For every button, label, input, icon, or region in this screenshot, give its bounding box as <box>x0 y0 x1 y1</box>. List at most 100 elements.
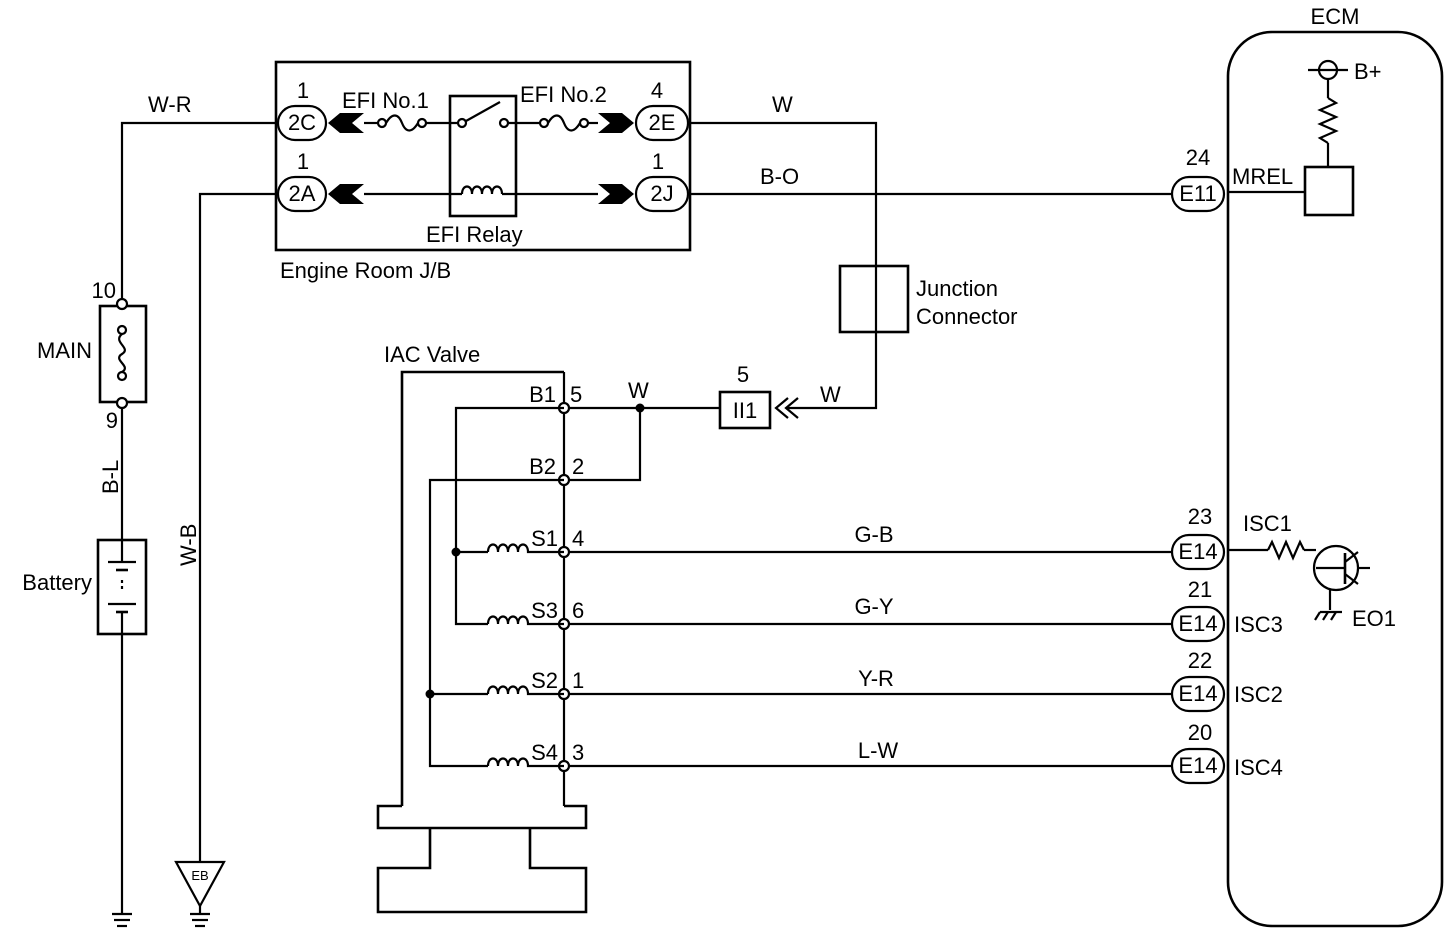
connector-e11-label: E11 <box>1179 181 1217 206</box>
wire-bl-label: B-L <box>98 460 123 494</box>
isc-signal-wires: G-B G-Y Y-R L-W E14 23 E14 21 E14 22 E14… <box>569 504 1226 785</box>
efi-relay-box <box>448 94 518 218</box>
connector-2a-arrow <box>328 184 364 204</box>
pin-22: 22 <box>1188 648 1212 673</box>
pin-2j: 1 <box>652 149 664 174</box>
iac-s2-pin-num: 1 <box>572 668 584 693</box>
connector-2a-label: 2A <box>289 181 316 206</box>
connector-2e-arrow <box>598 113 634 133</box>
iac-s4-label: S4 <box>531 740 558 765</box>
wire-wr-label: W-R <box>148 92 192 117</box>
wire-w-ii1-label: W <box>820 382 841 407</box>
pin-23: 23 <box>1188 504 1212 529</box>
relay-switch <box>465 101 501 122</box>
ecm-unit: ECM B+ MREL ISC1 EO1 ISC3 ISC2 ISC4 <box>1226 4 1444 928</box>
iac-s4-pin-num: 3 <box>572 740 584 765</box>
connector-e14-isc3 <box>1170 605 1226 643</box>
battery-label: Battery <box>22 570 92 595</box>
bplus-label: B+ <box>1354 59 1382 84</box>
isc1-resistor <box>1267 539 1305 561</box>
iac-b2-pin-num: 2 <box>572 454 584 479</box>
connector-2c-label: 2C <box>288 110 316 135</box>
iac-s1-label: S1 <box>531 526 558 551</box>
coil-s2 <box>486 685 564 696</box>
wire-yr-label: Y-R <box>858 666 894 691</box>
connector-ii1 <box>718 390 772 430</box>
connector-e14-isc1-label: E14 <box>1178 539 1217 564</box>
wire-gb-label: G-B <box>854 522 893 547</box>
pin-2e: 4 <box>651 78 663 103</box>
main-fuse <box>118 333 126 373</box>
connector-e14-isc3-label: E14 <box>1178 611 1217 636</box>
power-supply-section: W-R 10 9 MAIN B-L Battery W-B EB <box>22 92 276 928</box>
iac-s3-pin-num: 6 <box>572 598 584 623</box>
junction-connector-box <box>838 264 910 334</box>
iac-valve-body <box>376 828 588 914</box>
jb-title: Engine Room J/B <box>280 258 451 283</box>
fuse-efi-no2 <box>547 114 581 132</box>
connector-e11 <box>1170 175 1226 213</box>
iac-valve: IAC Valve B1 5 B2 2 S1 4 S3 6 S2 1 S4 3 <box>376 342 588 914</box>
connector-2c <box>276 104 328 142</box>
pin-20: 20 <box>1188 720 1212 745</box>
iac-b1-pin-num: 5 <box>570 382 582 407</box>
ii1-arrow <box>784 397 799 419</box>
relay-contact <box>456 117 468 129</box>
jb-box <box>274 60 692 252</box>
main-fuse-pin-bottom: 9 <box>106 408 118 433</box>
coil-s4 <box>486 757 564 768</box>
isc3-label: ISC3 <box>1234 612 1283 637</box>
iac-s2-label: S2 <box>531 668 558 693</box>
connector-e14-isc2 <box>1170 675 1226 713</box>
connector-2a <box>276 175 328 213</box>
isc4-label: ISC4 <box>1234 755 1283 780</box>
connector-e14-isc4-label: E14 <box>1178 753 1217 778</box>
relay-coil <box>460 185 504 195</box>
engine-room-jb: Engine Room J/B 2C 1 2A 1 2E 4 2J 1 EFI … <box>274 60 692 283</box>
wire-gy-label: G-Y <box>854 594 893 619</box>
isc2-label: ISC2 <box>1234 682 1283 707</box>
junction-label-1: Junction <box>916 276 998 301</box>
connector-ii1-pin: 5 <box>737 362 749 387</box>
iac-s3-label: S3 <box>531 598 558 623</box>
iac-b1-label: B1 <box>529 382 556 407</box>
coil-s3 <box>486 615 564 626</box>
pin-2c: 1 <box>297 78 309 103</box>
iac-valve-title: IAC Valve <box>384 342 480 367</box>
connector-2j-arrow <box>598 184 634 204</box>
pin-21: 21 <box>1188 577 1212 602</box>
connector-2c-arrow <box>328 113 364 133</box>
fuse-efi-no1 <box>385 114 419 132</box>
iac-s1-pin-num: 4 <box>572 526 584 551</box>
isc1-label: ISC1 <box>1243 511 1292 536</box>
mrel-label: MREL <box>1232 164 1293 189</box>
wire-w-top-label: W <box>772 92 793 117</box>
eo1-label: EO1 <box>1352 606 1396 631</box>
fuse-efi-no2-label: EFI No.2 <box>520 82 607 107</box>
supply-wiring: W B-O E11 24 Junction Connector W II1 5 … <box>564 92 1226 482</box>
pin-2a: 1 <box>297 149 309 174</box>
wire-wb-label: W-B <box>176 524 201 566</box>
iac-b2-label: B2 <box>529 454 556 479</box>
main-fuse-pin-top: 10 <box>92 278 116 303</box>
fuse-efi-no1-label: EFI No.1 <box>342 88 429 113</box>
connector-2e-label: 2E <box>649 110 676 135</box>
ground-eb-label: EB <box>191 868 208 883</box>
connector-2j-label: 2J <box>650 181 673 206</box>
connector-e14-isc4 <box>1170 747 1226 785</box>
ecm-title: ECM <box>1311 4 1360 29</box>
pin-24: 24 <box>1186 145 1210 170</box>
connector-ii1-label: II1 <box>733 398 757 423</box>
mrel-driver-box <box>1303 165 1355 217</box>
main-fuse-label: MAIN <box>37 338 92 363</box>
coil-s1 <box>486 543 564 554</box>
eb-ground-icon <box>174 860 226 909</box>
wire-bo-label: B-O <box>760 164 799 189</box>
efi-relay-label: EFI Relay <box>426 222 523 247</box>
connector-e14-isc2-label: E14 <box>1178 681 1217 706</box>
mrel-resistor <box>1317 97 1339 144</box>
connector-e14-isc1 <box>1170 533 1226 571</box>
wire-lw-label: L-W <box>858 738 899 763</box>
ecm-box <box>1226 30 1444 928</box>
